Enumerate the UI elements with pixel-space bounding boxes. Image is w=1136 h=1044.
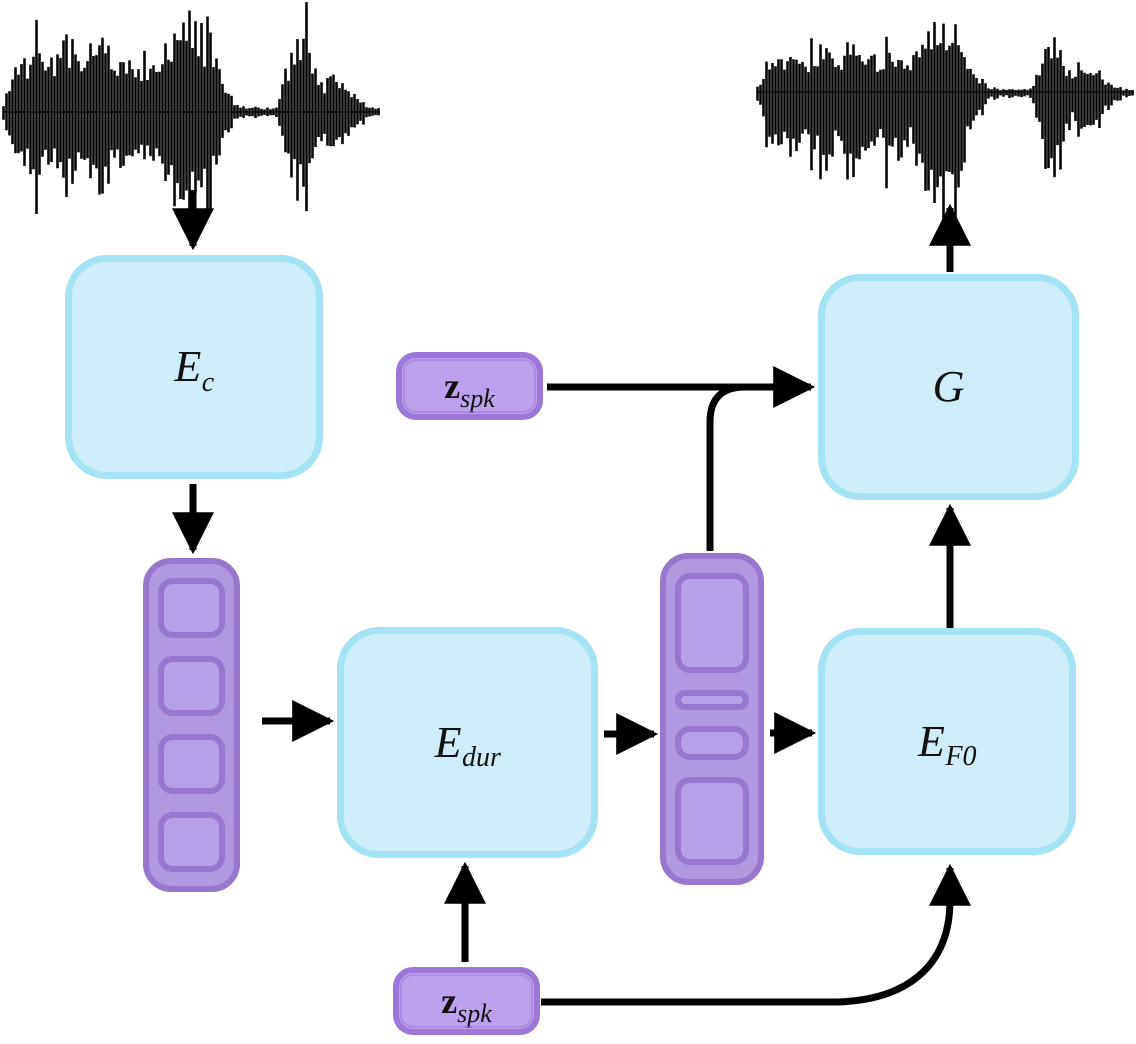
- output-waveform: [756, 22, 1134, 228]
- token: [158, 734, 225, 794]
- generator-box: G: [818, 274, 1079, 500]
- waveform-bars: [2, 2, 380, 219]
- f0-encoder-box: EF0: [818, 628, 1076, 855]
- token: [158, 578, 225, 638]
- duration-encoder-box: Edur: [337, 627, 598, 858]
- content-encoder-label: Ec: [174, 342, 215, 398]
- token-stack-middle: [660, 553, 764, 885]
- token: [675, 726, 749, 761]
- duration-encoder-label: Edur: [434, 717, 501, 774]
- curve-stack-to-generator-line: [706, 383, 746, 551]
- content-encoder-box: Ec: [65, 255, 323, 479]
- speaker-embedding-label-mid: zspk: [444, 366, 495, 414]
- token: [158, 656, 225, 716]
- speaker-embedding-badge-mid: zspk: [396, 352, 543, 420]
- arrow-speaker-embedding-to-f0-encoder: [541, 863, 971, 1006]
- token: [675, 689, 749, 710]
- f0-encoder-label: EF0: [918, 716, 977, 773]
- speaker-embedding-label-bottom: zspk: [441, 981, 492, 1029]
- generator-label: G: [932, 362, 965, 411]
- token-stack-left: [143, 558, 240, 892]
- speaker-embedding-badge-bottom: zspk: [393, 967, 540, 1035]
- token: [675, 573, 749, 673]
- token: [158, 812, 225, 872]
- waveform-bars: [756, 22, 1134, 228]
- token: [675, 776, 749, 865]
- input-waveform: [2, 2, 380, 219]
